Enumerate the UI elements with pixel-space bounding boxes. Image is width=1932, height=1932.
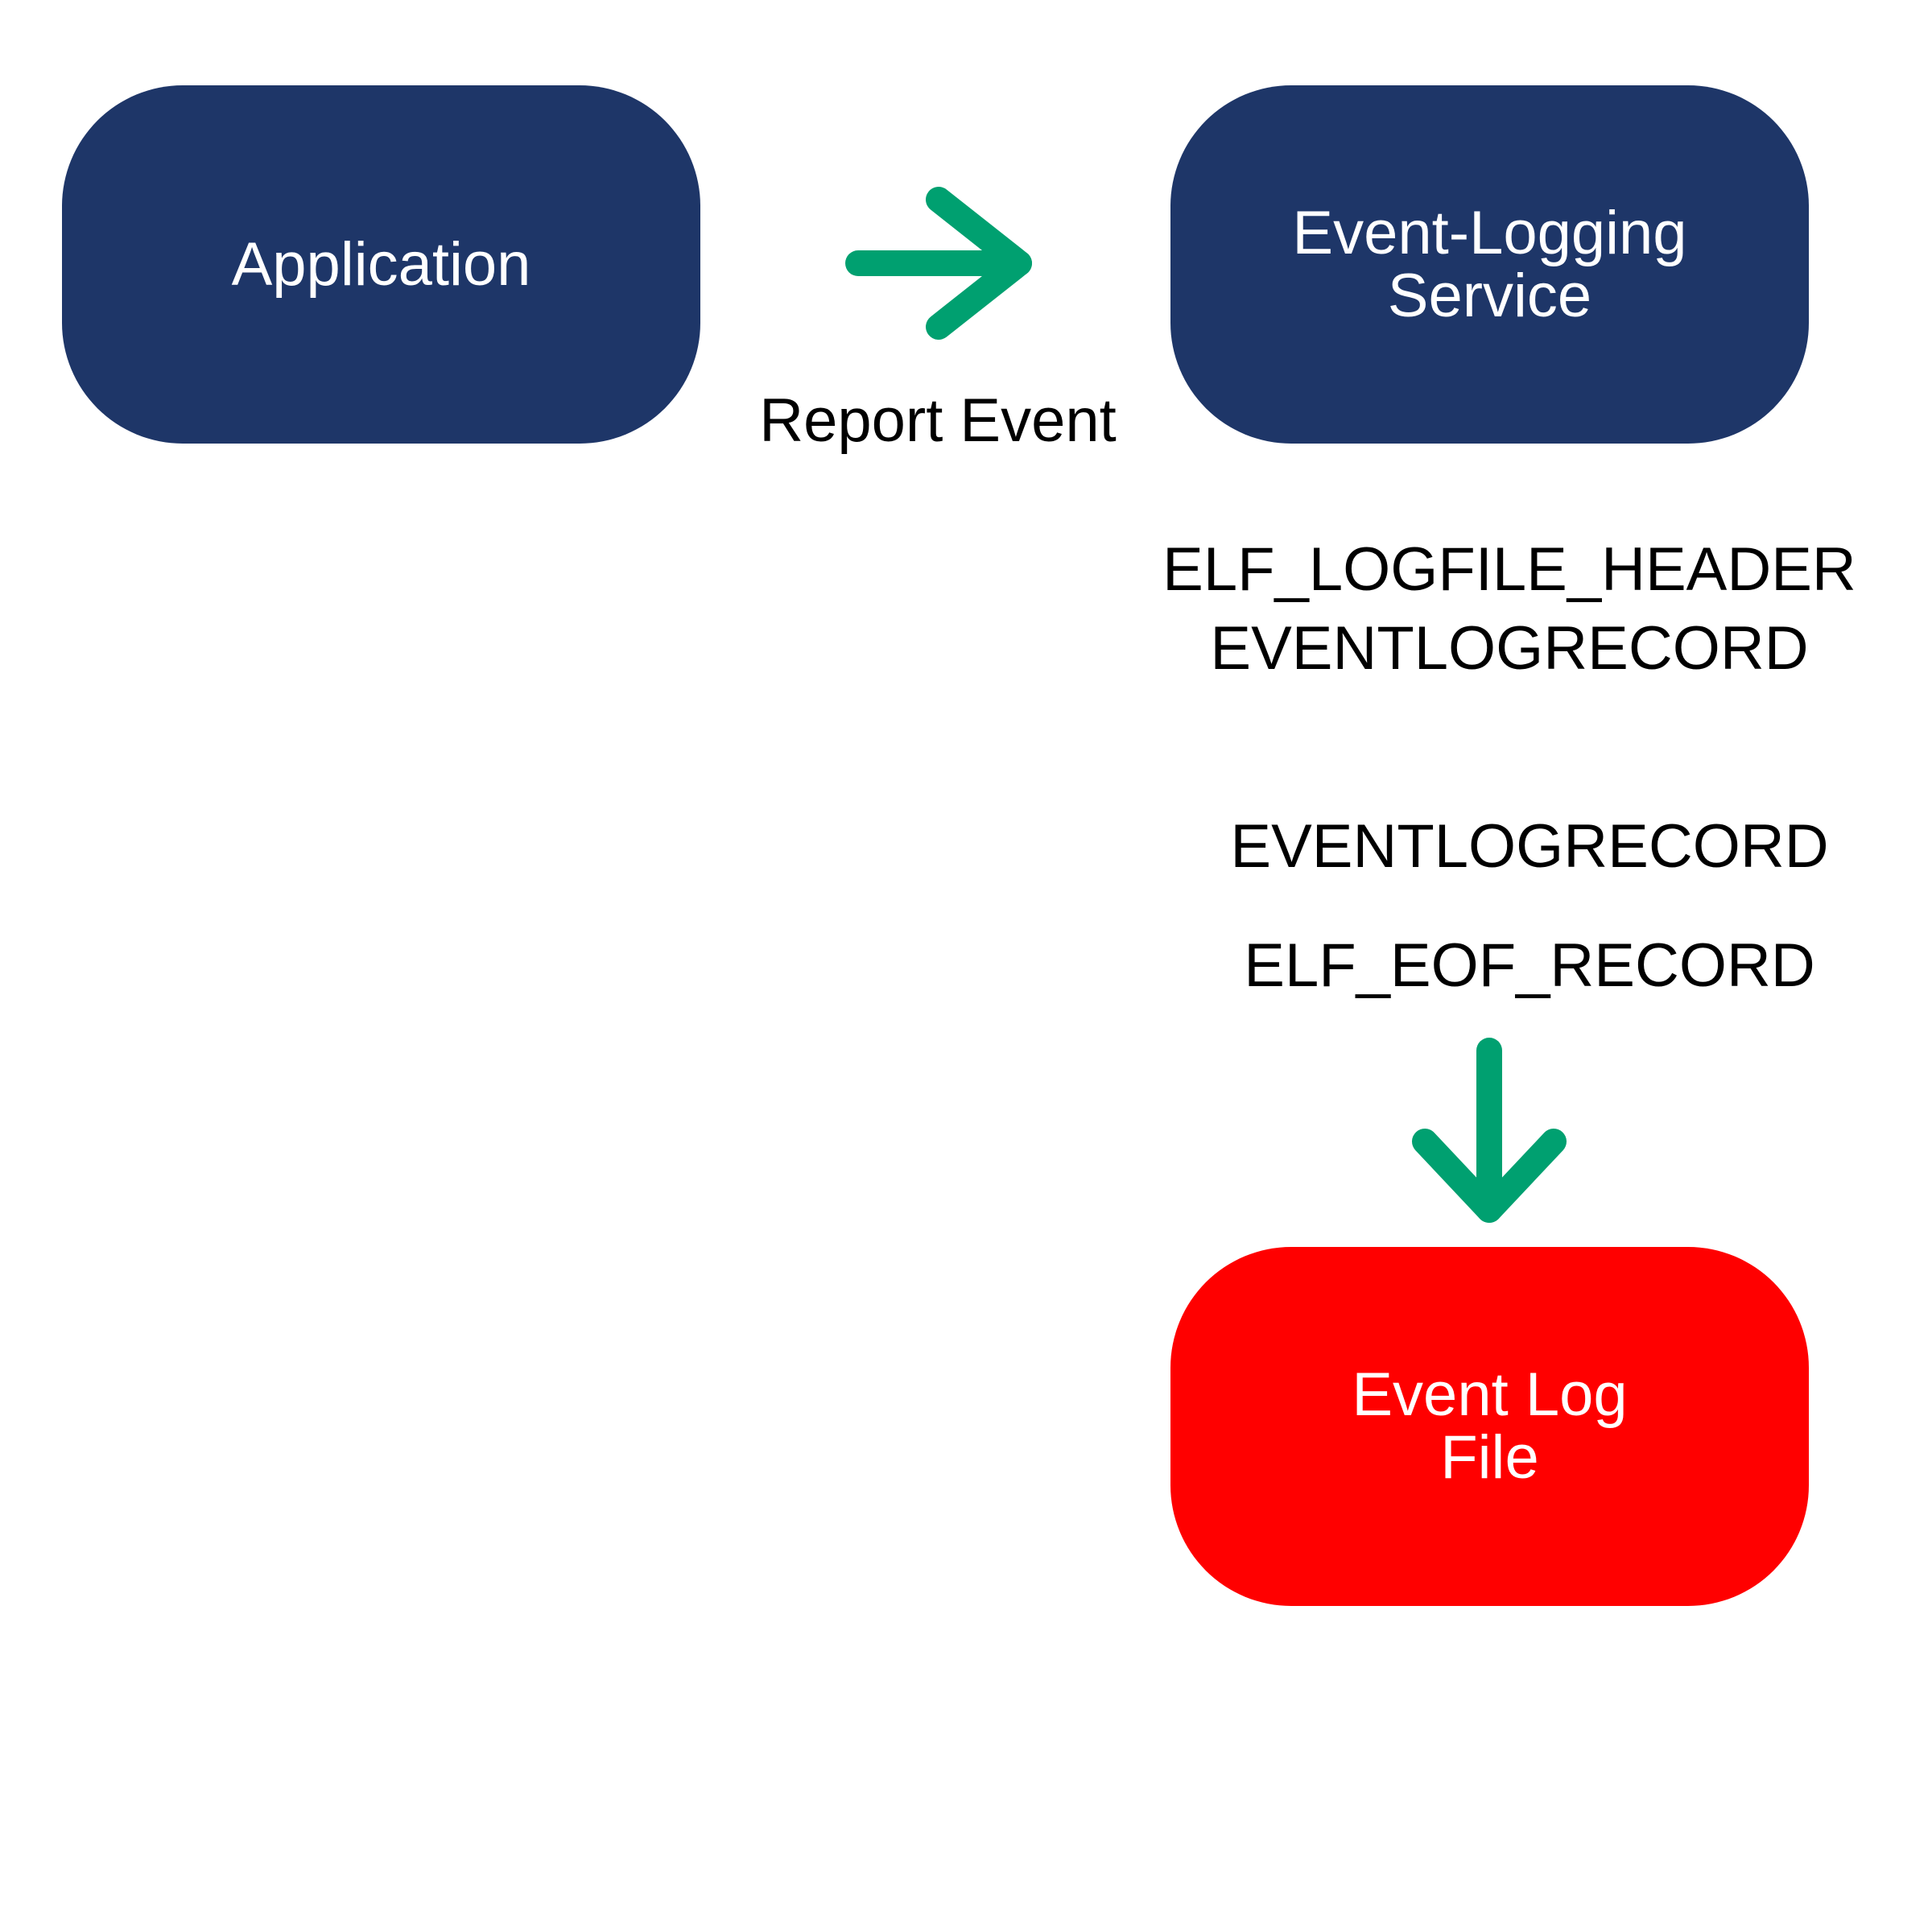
eof-record-label: ELF_EOF_RECORD — [1244, 931, 1815, 1000]
arrow-down-icon — [1412, 1038, 1567, 1223]
arrow-right-head — [926, 187, 1032, 340]
arrow-down-head — [1412, 1129, 1567, 1223]
event-logging-service-node: Event-Logging Service — [1170, 85, 1809, 444]
logfile-header-label: ELF_LOGFILE_HEADER — [1162, 535, 1856, 604]
application-label: Application — [231, 229, 531, 299]
eventlogrecord-label-1: EVENTLOGRECORD — [1210, 614, 1809, 683]
service-label: Event-Logging Service — [1292, 198, 1687, 330]
arrow-right-icon — [845, 187, 1032, 340]
eventlogrecord-label-2: EVENTLOGRECORD — [1230, 812, 1829, 881]
report-event-label: Report Event — [759, 386, 1117, 455]
log-file-label: Event Log File — [1352, 1360, 1628, 1492]
event-log-file-node: Event Log File — [1170, 1247, 1809, 1606]
application-node: Application — [62, 85, 700, 444]
